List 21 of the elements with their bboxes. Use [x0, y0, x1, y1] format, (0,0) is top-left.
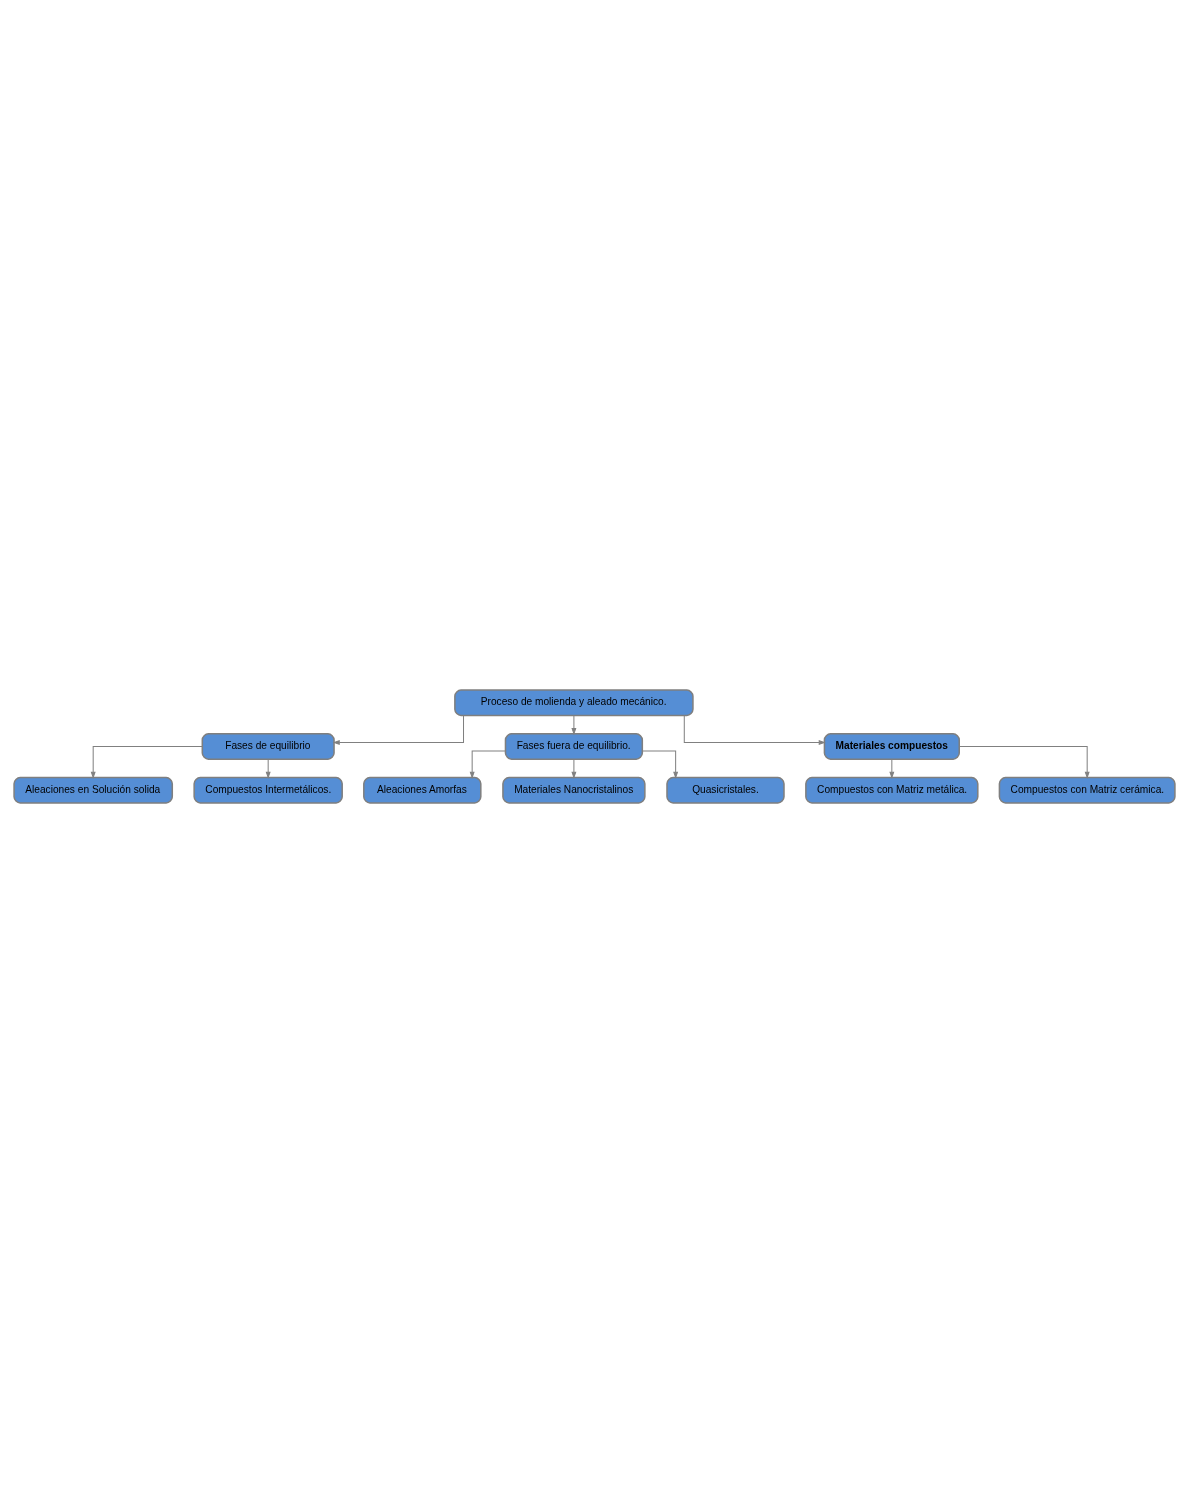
node-box: Compuestos Intermetálicos.: [193, 776, 343, 804]
node-box: Compuestos con Matriz cerámica.: [998, 776, 1176, 804]
arrow: [332, 714, 464, 745]
node-box: Fases de equilibrio: [201, 732, 335, 760]
arrow: [889, 758, 895, 779]
arrow: [571, 758, 577, 779]
node-box: Quasicristales.: [666, 776, 785, 804]
node-box: Proceso de molienda y aleado mecánico.: [454, 688, 694, 716]
arrow: [571, 714, 577, 735]
arrow: [265, 758, 271, 779]
node-box: Materiales Nanocristalinos: [502, 776, 646, 804]
node-box: Compuestos con Matriz metálica.: [805, 776, 979, 804]
node-box: Aleaciones en Solución solida: [13, 776, 174, 804]
node-box: Fases fuera de equilibrio.: [504, 732, 644, 760]
node-box: Aleaciones Amorfas: [363, 776, 482, 804]
arrow: [958, 745, 1090, 779]
arrow: [683, 714, 826, 745]
arrow: [469, 750, 506, 779]
arrow: [641, 750, 679, 779]
arrow: [90, 745, 203, 779]
node-box: Materiales compuestos: [823, 732, 960, 760]
